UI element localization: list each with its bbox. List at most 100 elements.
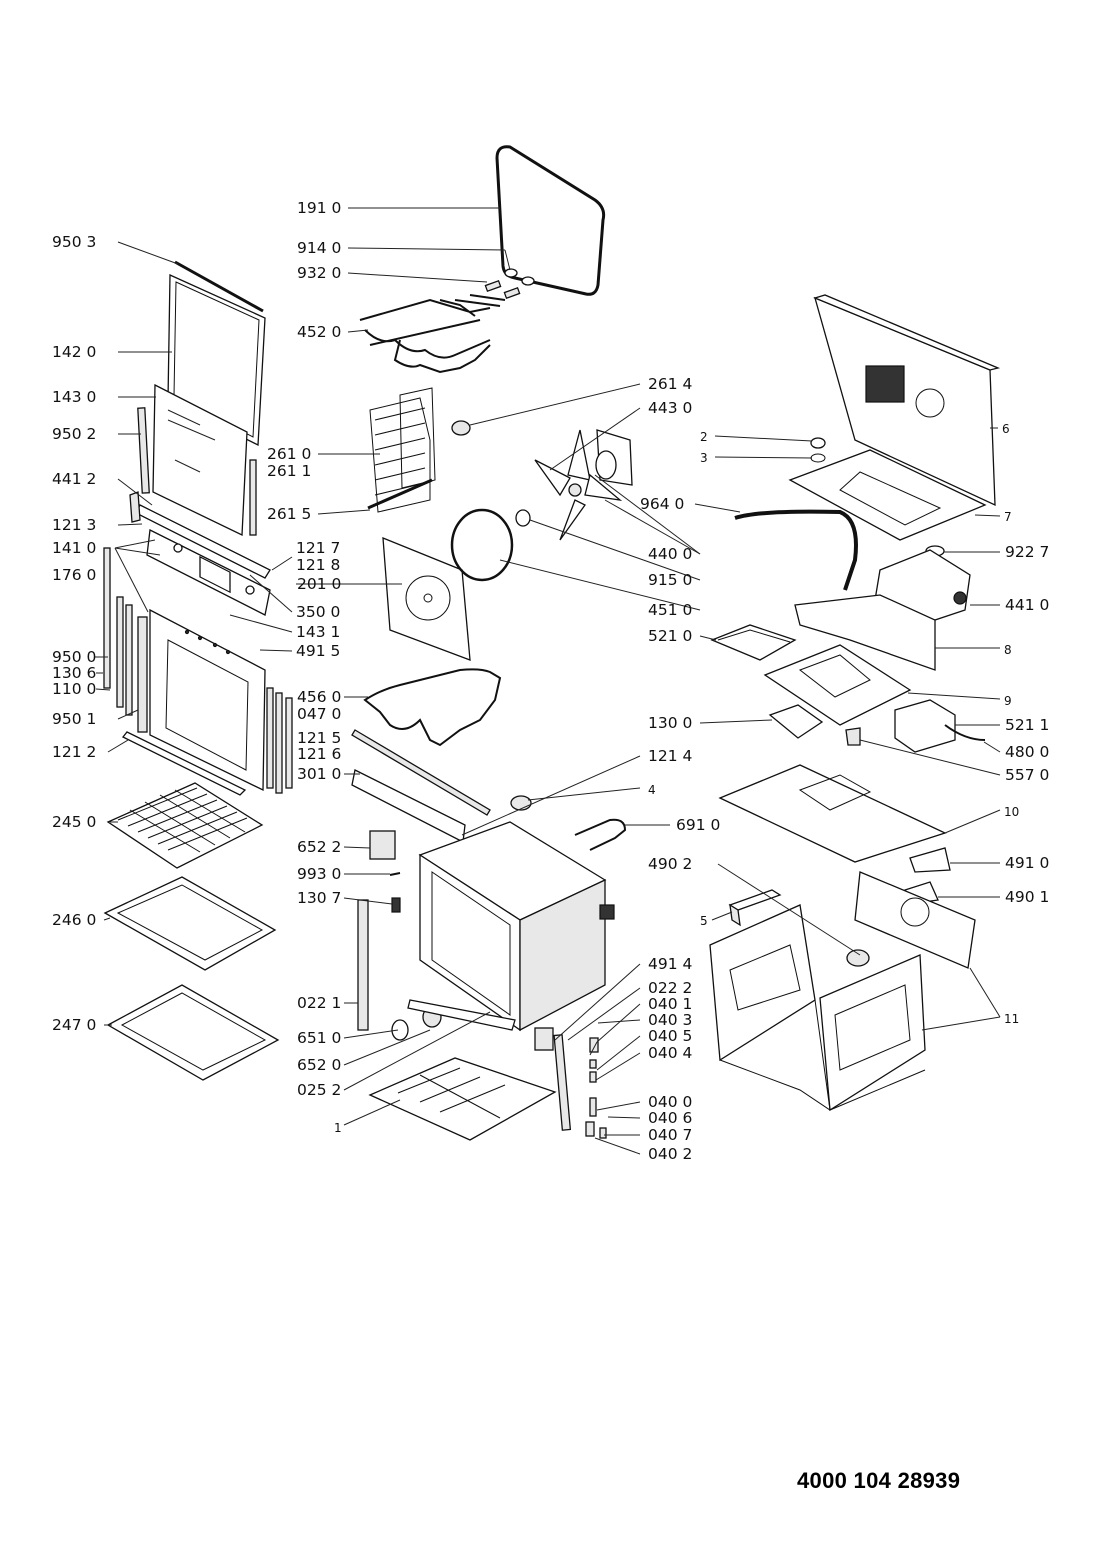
label-441-2: 441 2: [52, 470, 97, 488]
profile-121-4: [351, 729, 491, 816]
label-651-0: 651 0: [297, 1029, 342, 1047]
label-047-0: 047 0: [297, 705, 342, 723]
washer-3: [810, 453, 826, 463]
panel-9: [763, 644, 912, 726]
tray-246-0: [103, 876, 277, 971]
tray-247-0: [106, 984, 280, 1081]
label-040-6: 040 6: [648, 1109, 693, 1127]
label-261-5: 261 5: [267, 505, 312, 523]
label-141-0: 141 0: [52, 539, 97, 557]
label-2: 2: [700, 430, 708, 444]
tube-964-0: [734, 509, 858, 591]
knob-261-4: [451, 420, 471, 436]
label-040-3: 040 3: [648, 1011, 693, 1029]
sensor-490-2: [846, 949, 870, 967]
leader-lines: [95, 207, 1001, 1155]
cover-491-4: [407, 999, 516, 1031]
label-191-0: 191 0: [297, 199, 342, 217]
housing-11: [709, 904, 926, 1112]
glass-strip-950-2: [137, 407, 257, 536]
grill-element-452-0: [359, 294, 506, 374]
label-8: 8: [1004, 643, 1012, 657]
rail-261-5: [367, 478, 433, 510]
label-247-0: 247 0: [52, 1016, 97, 1034]
label-490-2: 490 2: [648, 855, 693, 873]
label-121-6: 121 6: [297, 745, 342, 763]
fan-443-0: [534, 429, 623, 541]
label-121-8: 121 8: [296, 556, 341, 574]
control-panel-141-0: [146, 529, 271, 616]
bracket-8: [794, 594, 936, 671]
label-6: 6: [1002, 422, 1010, 436]
block-491-4: [534, 1027, 554, 1051]
door-right-strips: [266, 687, 293, 794]
label-246-0: 246 0: [52, 911, 97, 929]
bottom-element-456-0: [363, 668, 502, 747]
label-121-4: 121 4: [648, 747, 693, 765]
label-521-0: 521 0: [648, 627, 693, 645]
terminal-491-0: [909, 847, 951, 873]
label-040-1: 040 1: [648, 995, 693, 1013]
label-121-5: 121 5: [297, 729, 342, 747]
lamp-4: [510, 795, 532, 811]
label-022-1: 022 1: [297, 994, 342, 1012]
shelf-support-261-0: [369, 387, 436, 513]
label-040-0: 040 0: [648, 1093, 693, 1111]
hinge-parts-040: [585, 1037, 607, 1139]
label-922-7: 922 7: [1005, 543, 1050, 561]
label-7: 7: [1004, 510, 1012, 524]
label-932-0: 932 0: [297, 264, 342, 282]
label-201-0: 201 0: [297, 575, 342, 593]
fan-motor-440-0: [595, 429, 633, 486]
cable-480-0: [944, 724, 986, 741]
clip-557-0: [845, 727, 861, 746]
module-521-1: [894, 699, 956, 753]
outer-glass-142-0: [167, 273, 266, 447]
label-950-0: 950 0: [52, 648, 97, 666]
profile-301-0: [351, 769, 466, 844]
label-441-0: 441 0: [1005, 596, 1050, 614]
label-950-2: 950 2: [52, 425, 97, 443]
inner-glass-143-0: [152, 383, 248, 537]
label-9: 9: [1004, 694, 1012, 708]
label-022-2: 022 2: [648, 979, 693, 997]
door-profile-121-3: [129, 491, 271, 579]
label-130-0: 130 0: [648, 714, 693, 732]
label-143-0: 143 0: [52, 388, 97, 406]
label-040-5: 040 5: [648, 1027, 693, 1045]
label-121-2: 121 2: [52, 743, 97, 761]
label-443-0: 443 0: [648, 399, 693, 417]
back-panel-201-0: [382, 537, 471, 661]
label-110-0: 110 0: [52, 680, 97, 698]
label-964-0: 964 0: [640, 495, 685, 513]
washer-2: [810, 437, 826, 449]
label-440-0: 440 0: [648, 545, 693, 563]
oven-cavity: [418, 821, 615, 1032]
document-number: 4000 104 28939: [797, 1468, 961, 1493]
label-121-7: 121 7: [296, 539, 341, 557]
label-491-4: 491 4: [648, 955, 693, 973]
label-040-4: 040 4: [648, 1044, 693, 1062]
switch-652-2: [369, 830, 396, 860]
label-130-7: 130 7: [297, 889, 342, 907]
label-261-1: 261 1: [267, 462, 312, 480]
label-142-0: 142 0: [52, 343, 97, 361]
top-cover-6: [813, 294, 1001, 507]
label-3: 3: [700, 451, 708, 465]
motor-130-0: [768, 704, 824, 739]
label-143-1: 143 1: [296, 623, 341, 641]
ring-element-451-0: [450, 508, 514, 582]
label-950-1: 950 1: [52, 710, 97, 728]
label-261-4: 261 4: [648, 375, 693, 393]
panel-10: [718, 764, 947, 863]
label-490-1: 490 1: [1005, 888, 1050, 906]
door-front-110-0: [149, 608, 266, 792]
label-456-0: 456 0: [297, 688, 342, 706]
label-451-0: 451 0: [648, 601, 693, 619]
label-914-0: 914 0: [297, 239, 342, 257]
label-915-0: 915 0: [648, 571, 693, 589]
label-040-7: 040 7: [648, 1126, 693, 1144]
label-950-3: 950 3: [52, 233, 97, 251]
label-557-0: 557 0: [1005, 766, 1050, 784]
